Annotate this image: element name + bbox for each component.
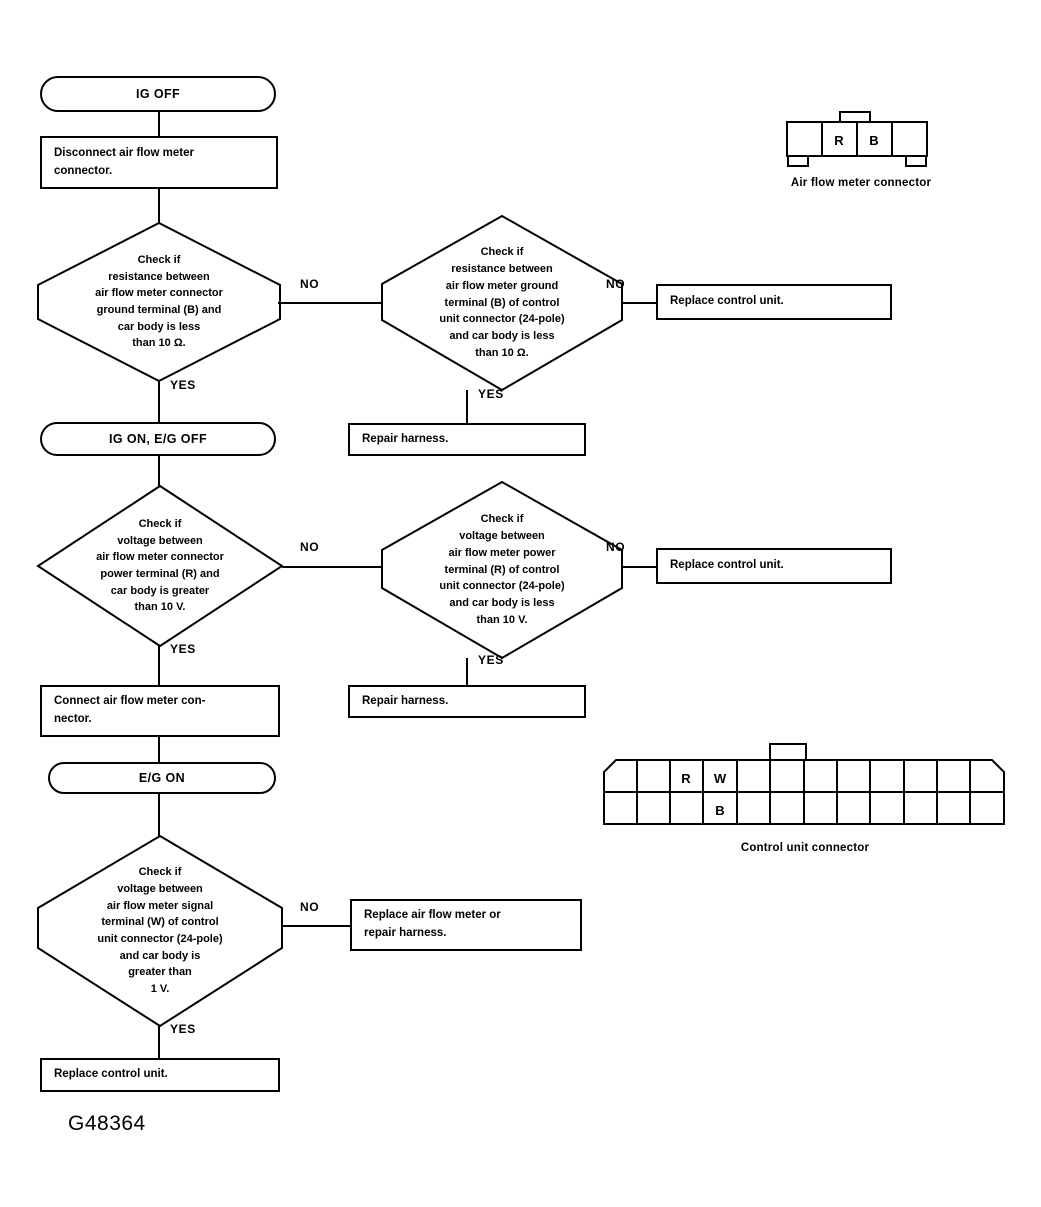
decision-check-voltage-control-unit-signal: Check if voltage between air flow meter … — [37, 834, 283, 1028]
connector-line — [158, 737, 160, 762]
connector-line — [158, 189, 160, 223]
branch-label-yes: YES — [170, 1022, 196, 1036]
control-unit-connector-drawing: R W B — [603, 743, 1005, 825]
decision-diamond-shape — [36, 484, 284, 648]
terminator-ig-off: IG OFF — [40, 76, 276, 112]
figure-id-label: G48364 — [68, 1112, 146, 1135]
connector-line — [466, 390, 468, 423]
process-disconnect-air-flow-meter-connector: Disconnect air flow meter connector. — [40, 136, 278, 189]
branch-line-no — [278, 302, 382, 304]
process-replace-control-unit-1: Replace control unit. — [656, 284, 892, 320]
terminator-eg-on: E/G ON — [48, 762, 276, 794]
branch-label-no: NO — [300, 277, 320, 291]
air-flow-meter-connector-drawing: R B — [786, 111, 928, 167]
branch-line-no — [282, 925, 350, 927]
illustration-air-flow-meter-connector: R B — [782, 111, 938, 172]
branch-label-yes: YES — [478, 387, 504, 401]
process-repair-harness-1: Repair harness. — [348, 423, 586, 456]
connector-line — [158, 646, 160, 685]
connector-line — [158, 456, 160, 486]
connector-line — [158, 1026, 160, 1058]
branch-line-no — [622, 566, 656, 568]
terminator-ig-on-eg-off-label: IG ON, E/G OFF — [109, 432, 207, 446]
caption-air-flow-meter-connector: Air flow meter connector — [790, 177, 932, 189]
branch-label-no: NO — [606, 277, 626, 291]
decision-check-voltage-air-flow-meter-connector-power: Check if voltage between air flow meter … — [36, 484, 284, 648]
process-replace-control-unit-2: Replace control unit. — [656, 548, 892, 584]
decision-hexagon-shape — [37, 221, 281, 383]
terminator-ig-off-label: IG OFF — [135, 87, 181, 101]
terminator-ig-on-eg-off: IG ON, E/G OFF — [40, 422, 276, 456]
terminal-label-r: R — [681, 771, 691, 786]
branch-label-no: NO — [606, 540, 626, 554]
decision-check-voltage-control-unit-power: Check if voltage between air flow meter … — [381, 480, 623, 660]
branch-line-no — [282, 566, 382, 568]
process-connect-air-flow-meter-connector: Connect air flow meter con- nector. — [40, 685, 280, 737]
terminal-label-b: B — [715, 803, 724, 818]
caption-control-unit-connector: Control unit connector — [740, 842, 870, 854]
branch-label-yes: YES — [170, 378, 196, 392]
decision-check-resistance-control-unit-ground: Check if resistance between air flow met… — [381, 214, 623, 392]
terminator-eg-on-label: E/G ON — [138, 771, 186, 785]
decision-check-resistance-air-flow-meter-connector-ground: Check if resistance between air flow met… — [37, 221, 281, 383]
process-text: Disconnect air flow meter connector. — [54, 146, 194, 177]
illustration-control-unit-connector: R W B — [602, 743, 1006, 828]
process-text: Replace control unit. — [670, 559, 784, 572]
branch-line-no — [622, 302, 656, 304]
branch-label-no: NO — [300, 540, 320, 554]
process-text: Replace control unit. — [54, 1068, 168, 1081]
process-replace-air-flow-meter-or-repair-harness: Replace air flow meter or repair harness… — [350, 899, 582, 951]
connector-line — [158, 381, 160, 422]
process-repair-harness-2: Repair harness. — [348, 685, 586, 718]
process-text: Repair harness. — [362, 694, 449, 707]
process-replace-control-unit-final: Replace control unit. — [40, 1058, 280, 1092]
terminal-label-r: R — [834, 133, 844, 148]
connector-line — [466, 658, 468, 685]
connector-line — [158, 794, 160, 836]
branch-label-no: NO — [300, 900, 320, 914]
decision-hexagon-shape — [381, 214, 623, 392]
branch-label-yes: YES — [478, 653, 504, 667]
decision-hexagon-shape — [37, 834, 283, 1028]
process-text: Replace air flow meter or repair harness… — [364, 909, 501, 939]
terminal-label-w: W — [714, 771, 727, 786]
process-text: Replace control unit. — [670, 295, 784, 308]
branch-label-yes: YES — [170, 642, 196, 656]
process-text: Repair harness. — [362, 432, 449, 445]
connector-line — [158, 112, 160, 136]
decision-hexagon-shape — [381, 480, 623, 660]
process-text: Connect air flow meter con- nector. — [54, 695, 206, 725]
terminal-label-b: B — [869, 133, 878, 148]
